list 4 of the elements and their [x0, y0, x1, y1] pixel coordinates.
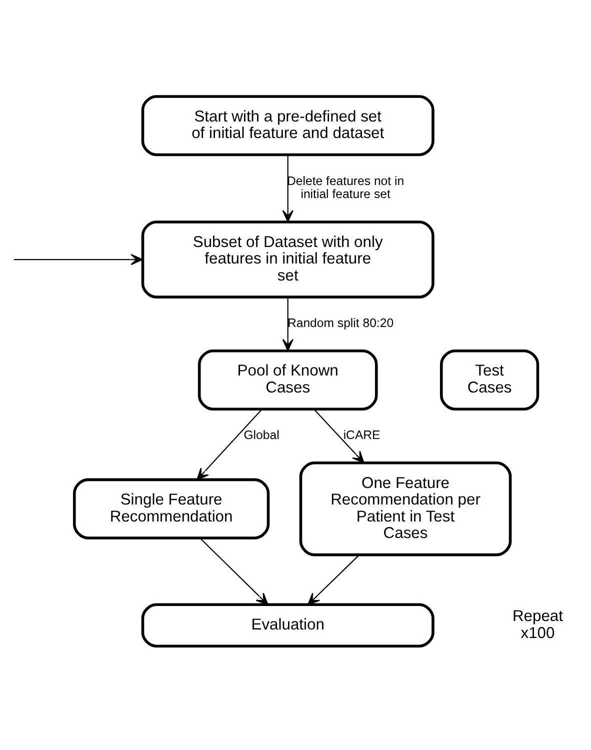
edge-label: iCARE: [343, 428, 380, 442]
label: Repeat x100: [512, 608, 564, 642]
edge-label: Random split 80:20: [287, 316, 394, 330]
edge-label: Global: [244, 428, 280, 442]
